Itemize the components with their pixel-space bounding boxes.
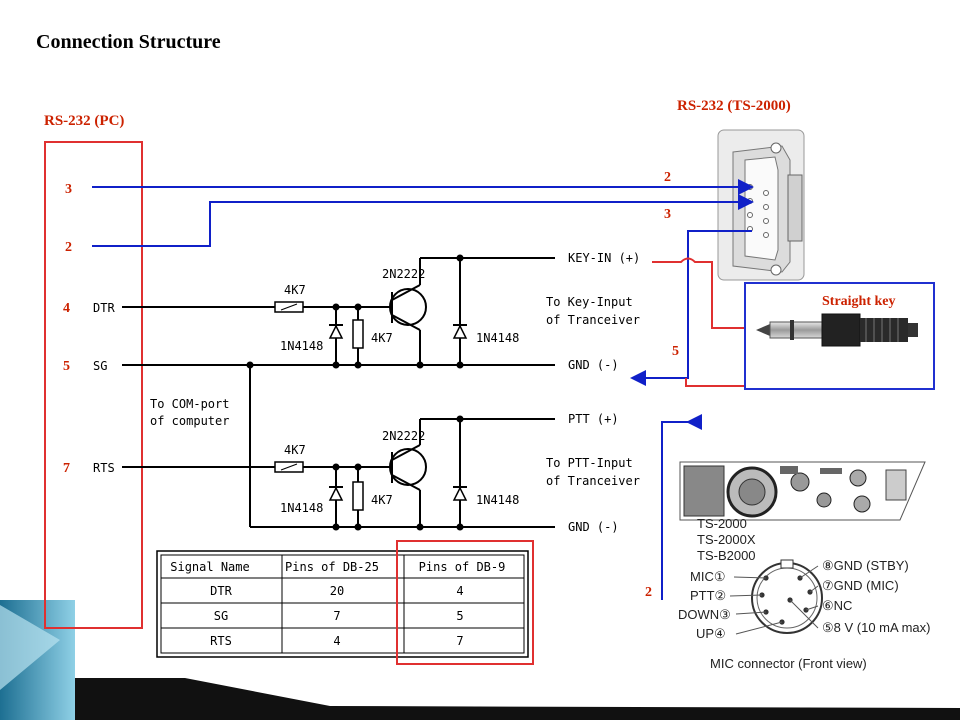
signal-sg: SG [93,359,107,373]
table-cell: RTS [210,634,232,648]
db9-column-highlight [396,540,534,665]
resistor-label-top: 4K7 [284,283,306,297]
pc-pin-5: 5 [63,359,70,374]
db9-connector-image [717,129,805,281]
circuit-components [246,254,468,531]
table-header-signal: Signal Name [170,560,249,574]
pc-pin-4: 4 [63,301,70,316]
table-cell: 4 [456,584,463,598]
com-note-line2: of computer [150,414,229,428]
mic-pin-gnd-mic: ⑦GND (MIC) [822,578,899,593]
mic-connector-diagram [729,559,823,635]
resistor2-label-bottom: 4K7 [371,493,393,507]
page-title: Connection Structure [36,31,221,53]
model-ts2000x: TS-2000X [697,532,756,547]
table-cell: 5 [456,609,463,623]
gnd-label-bottom: GND (-) [568,520,619,534]
gnd-label-top: GND (-) [568,358,619,372]
diode-label-bottom: 1N4148 [280,501,323,515]
interface-circuit [122,257,555,528]
pc-pin-2: 2 [65,240,72,255]
pc-port-label: RS-232 (PC) [44,113,124,129]
ptt-note-line1: To PTT-Input [546,456,633,470]
signal-rts: RTS [93,461,115,475]
table-cell: 4 [333,634,340,648]
pc-pin-7: 7 [63,461,70,476]
diode2-label-bottom: 1N4148 [476,493,519,507]
model-ts2000: TS-2000 [697,516,747,531]
table-header-db25: Pins of DB-25 [285,560,379,574]
table-cell: 20 [330,584,344,598]
mic-connector-caption: MIC connector (Front view) [710,656,867,671]
ptt-label: PTT (+) [568,412,619,426]
diode-label-top: 1N4148 [280,339,323,353]
mic-pin-up: UP④ [696,626,726,641]
diode2-label-top: 1N4148 [476,331,519,345]
table-header-db9: Pins of DB-9 [419,560,506,574]
mic-pin-8v: ⑤8 V (10 mA max) [822,620,930,635]
model-tsb2000: TS-B2000 [697,548,756,563]
table-cell: 7 [456,634,463,648]
resistor-label-bottom: 4K7 [284,443,306,457]
mic-pin-2: 2 [645,585,652,600]
signal-dtr: DTR [93,301,115,315]
mic-pin-down: DOWN③ [678,607,731,622]
radio-pin-5: 5 [672,344,679,359]
radio-pin-3: 3 [664,207,671,222]
transistor-label-bottom: 2N2222 [382,429,425,443]
radio-pin-2: 2 [664,170,671,185]
table-cell: SG [214,609,228,623]
serial-wires [92,179,754,600]
slide-decoration [0,600,960,720]
table-cell: 7 [333,609,340,623]
straight-key-label: Straight key [822,294,896,309]
pin-table: Signal Name Pins of DB-25 Pins of DB-9 D… [156,540,534,665]
table-cell: DTR [210,584,232,598]
mic-pin-gnd-stby: ⑧GND (STBY) [822,558,909,573]
resistor2-label-top: 4K7 [371,331,393,345]
radio-port-label: RS-232 (TS-2000) [677,98,791,114]
key-note-line2: of Tranceiver [546,313,640,327]
key-in-label: KEY-IN (+) [568,251,640,265]
phone-plug-image [756,313,918,347]
com-note-line1: To COM-port [150,397,229,411]
mic-pin-nc: ⑥NC [822,598,852,613]
ptt-note-line2: of Tranceiver [546,474,640,488]
pc-pin-3: 3 [65,182,72,197]
pc-port-box [44,141,143,629]
radio-front-panel-image [679,461,926,521]
key-note-line1: To Key-Input [546,295,633,309]
mic-pin-ptt: PTT② [690,588,726,603]
transistor-label-top: 2N2222 [382,267,425,281]
mic-pin-mic: MIC① [690,569,725,584]
